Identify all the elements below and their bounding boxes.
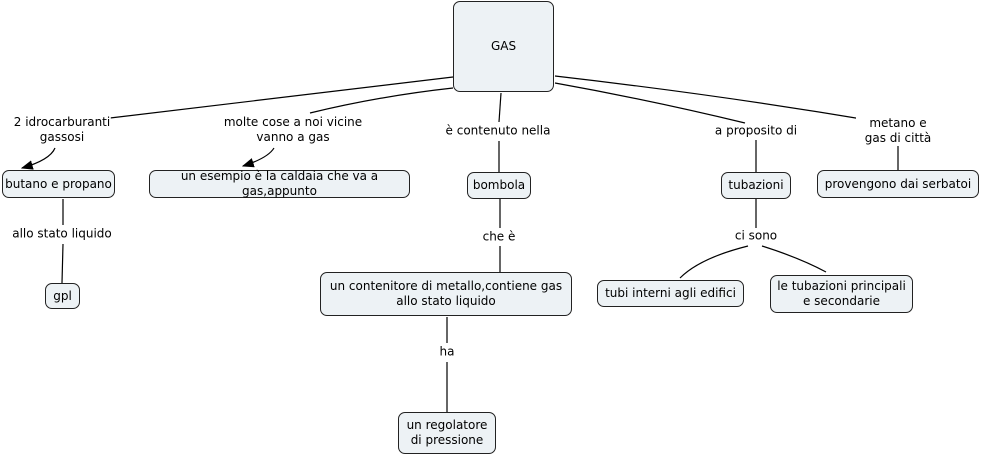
link-label-molte-cose: molte cose a noi vicine vanno a gas: [222, 115, 364, 145]
link-label-ha: ha: [438, 344, 456, 360]
link-label-metano: metano e gas di città: [856, 116, 940, 146]
concept-regolatore[interactable]: un regolatore di pressione: [398, 412, 496, 454]
line-ci-principali: [761, 245, 827, 273]
link-label-stato-liquido: allo stato liquido: [11, 226, 113, 242]
line-idrocarburi-butano: [20, 147, 56, 170]
link-label-contenuto: è contenuto nella: [444, 123, 552, 139]
line-molte-cose-esempio: [241, 147, 275, 168]
line-gas-idrocarburi: [109, 76, 454, 119]
link-label-che-e: che è: [481, 229, 517, 245]
line-ci-tubi: [679, 245, 749, 279]
concept-serbatoi[interactable]: provengono dai serbatoi: [817, 170, 979, 198]
concept-tubazioni[interactable]: tubazioni: [721, 172, 791, 199]
line-gas-proposito: [554, 82, 746, 124]
concept-gas[interactable]: GAS: [453, 1, 554, 92]
link-label-proposito: a proposito di: [713, 123, 799, 139]
concept-tubazioni-principali[interactable]: le tubazioni principali e secondarie: [770, 275, 913, 313]
link-label-ci-sono: ci sono: [733, 228, 779, 244]
line-gas-metano: [554, 75, 875, 122]
line-gas-molte-cose: [309, 87, 454, 114]
concept-bombola[interactable]: bombola: [467, 172, 531, 199]
line-stato-gpl: [61, 243, 64, 284]
concept-gpl[interactable]: gpl: [45, 283, 80, 309]
line-gas-contenuto: [498, 92, 502, 123]
concept-butano-propano[interactable]: butano e propano: [2, 170, 115, 198]
concept-tubi-interni[interactable]: tubi interni agli edifici: [597, 280, 744, 307]
link-label-idrocarburi: 2 idrocarburanti gassosi: [12, 115, 112, 145]
concept-contenitore[interactable]: un contenitore di metallo,contiene gas a…: [320, 272, 572, 316]
concept-esempio-caldaia[interactable]: un esempio è la caldaia che va a gas,app…: [149, 169, 410, 198]
